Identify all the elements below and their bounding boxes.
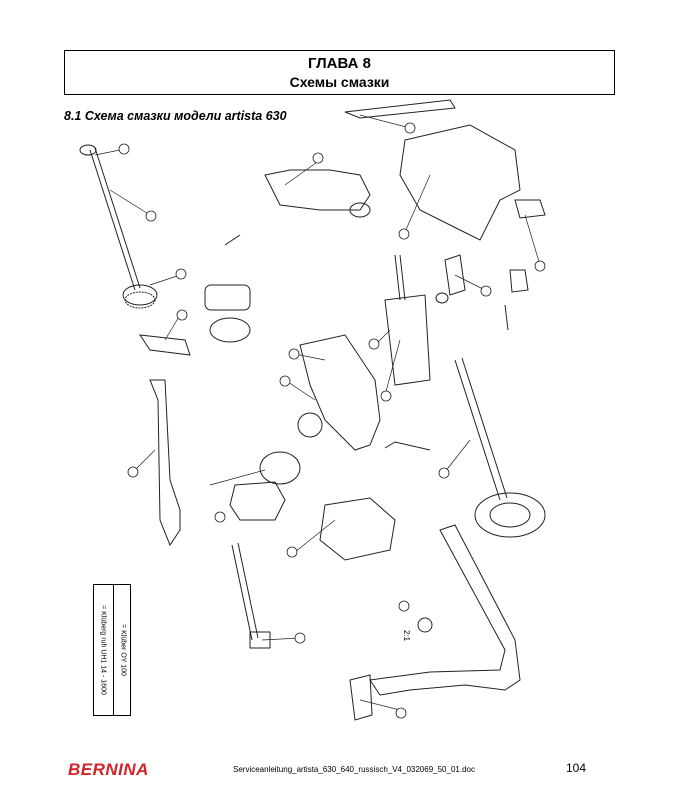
lubricant-legend: = Klüberg ruh UH1 14 - 1600 = Klüber OY … — [93, 584, 131, 716]
arm-shaft — [79, 144, 158, 309]
section-title: 8.1 Схема смазки модели artista 630 — [64, 109, 287, 123]
chapter-title: ГЛАВА 8 — [308, 55, 371, 72]
scale-label: 2:1 — [402, 630, 411, 642]
document-filename: Serviceanleitung_artista_630_640_russisc… — [233, 765, 475, 774]
leader-lines — [94, 114, 541, 711]
bottom-lever — [349, 524, 521, 721]
needle-bar-frame — [297, 334, 381, 451]
chapter-header-box: ГЛАВА 8 Схемы смазки — [64, 50, 615, 95]
gear-assembly — [138, 234, 251, 356]
side-bracket — [149, 379, 181, 547]
small-parts — [435, 199, 546, 331]
page-number: 104 — [566, 761, 587, 775]
legend-entry-1: = Klüber OY 100 — [119, 624, 127, 676]
top-lever — [264, 169, 371, 218]
lower-shaft — [384, 357, 546, 538]
hook-drive — [231, 497, 396, 649]
lubrication-points — [118, 122, 546, 719]
head-housing — [344, 99, 521, 241]
presser-bar-frame — [384, 254, 431, 386]
bobbin-case — [229, 451, 301, 521]
chapter-subtitle: Схемы смазки — [289, 74, 390, 90]
bernina-logo: BERNINA — [68, 760, 149, 779]
legend-entry-2: = Klüberg ruh UH1 14 - 1600 — [99, 605, 107, 695]
